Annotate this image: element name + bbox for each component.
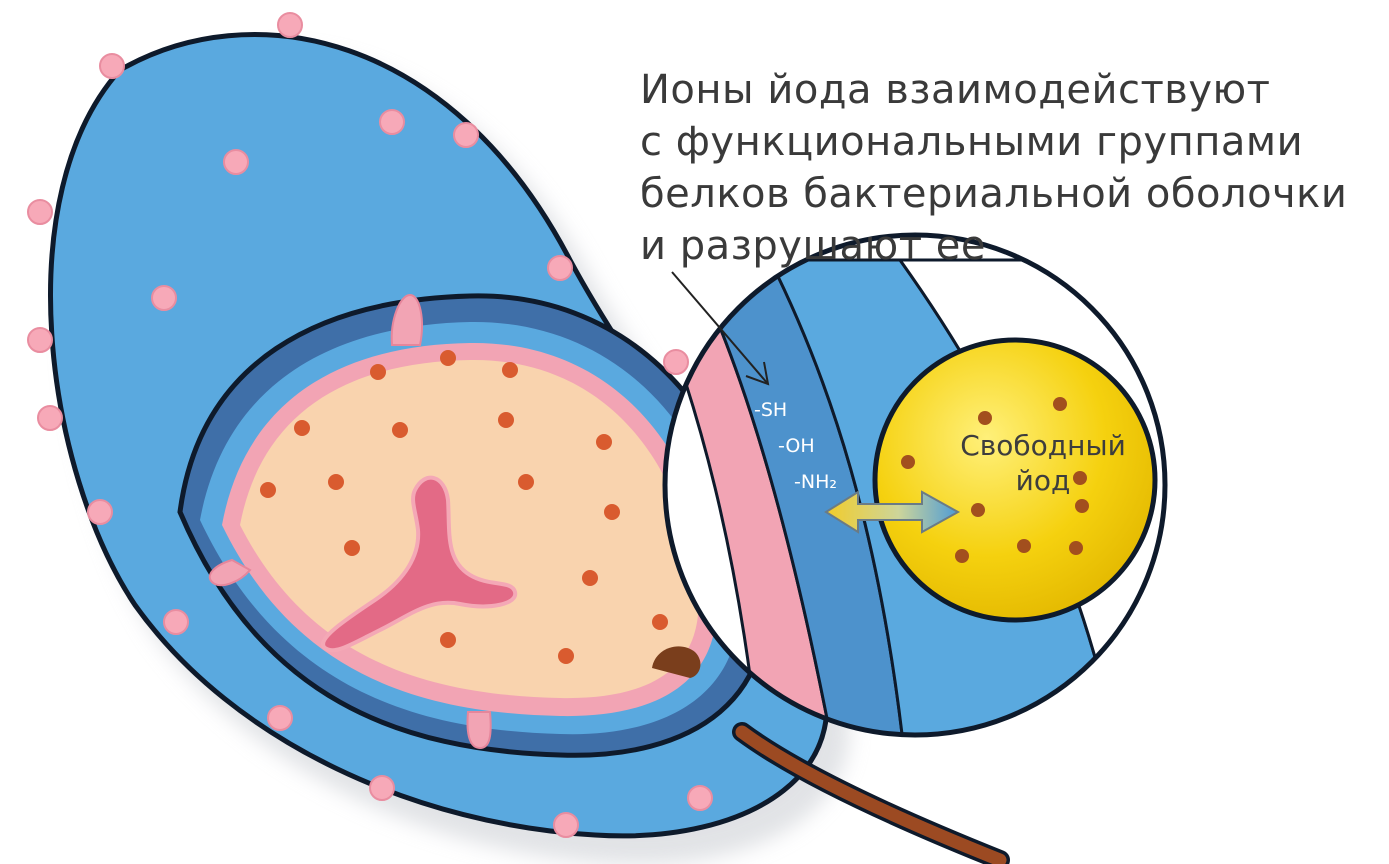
surface-protein-dot (100, 54, 124, 78)
surface-protein-dot (152, 286, 176, 310)
ribosome-dot (294, 420, 310, 436)
ribosome-dot (604, 504, 620, 520)
ribosome-dot (260, 482, 276, 498)
iodine-particle-dot (901, 455, 915, 469)
ribosome-dot (582, 570, 598, 586)
ribosome-dot (328, 474, 344, 490)
iodine-particle-dot (1053, 397, 1067, 411)
iodine-particle-dot (1073, 471, 1087, 485)
surface-protein-dot (664, 350, 688, 374)
caption-line-2: с функциональными группами (640, 116, 1380, 168)
ribosome-dot (498, 412, 514, 428)
iodine-particle-dot (1069, 541, 1083, 555)
group-oh-label: -OH (778, 435, 815, 457)
iodine-particle-dot (1075, 499, 1089, 513)
group-nh2-label: -NH₂ (794, 471, 837, 493)
surface-protein-dot (224, 150, 248, 174)
surface-protein-dot (268, 706, 292, 730)
ribosome-dot (344, 540, 360, 556)
ribosome-dot (518, 474, 534, 490)
membrane-fold-bottom (468, 712, 491, 748)
iodine-particle-dot (955, 549, 969, 563)
surface-protein-dot (28, 328, 52, 352)
surface-protein-dot (554, 813, 578, 837)
surface-protein-dot (548, 256, 572, 280)
surface-protein-dot (454, 123, 478, 147)
iodine-particle-dot (1017, 539, 1031, 553)
surface-protein-dot (164, 610, 188, 634)
free-iodine-label-line1: Свободный (960, 429, 1126, 462)
surface-protein-dot (370, 776, 394, 800)
ribosome-dot (652, 614, 668, 630)
surface-protein-dot (380, 110, 404, 134)
caption-line-3: белков бактериальной оболочки (640, 168, 1380, 220)
ribosome-dot (440, 350, 456, 366)
surface-protein-dot (38, 406, 62, 430)
caption-line-4: и разрушают ее (640, 220, 1380, 272)
ribosome-dot (370, 364, 386, 380)
surface-protein-dot (28, 200, 52, 224)
surface-protein-dot (278, 13, 302, 37)
iodine-particle-dot (978, 411, 992, 425)
caption-line-1: Ионы йода взаимодействуют (640, 64, 1380, 116)
free-iodine-label-line2: йод (1016, 464, 1071, 497)
ribosome-dot (440, 632, 456, 648)
caption-text: Ионы йода взаимодействуют с функциональн… (640, 64, 1380, 272)
surface-protein-dot (88, 500, 112, 524)
iodine-particle-dot (971, 503, 985, 517)
group-sh-label: -SH (754, 399, 787, 421)
ribosome-dot (558, 648, 574, 664)
surface-protein-dot (688, 786, 712, 810)
ribosome-dot (502, 362, 518, 378)
ribosome-dot (392, 422, 408, 438)
ribosome-dot (596, 434, 612, 450)
